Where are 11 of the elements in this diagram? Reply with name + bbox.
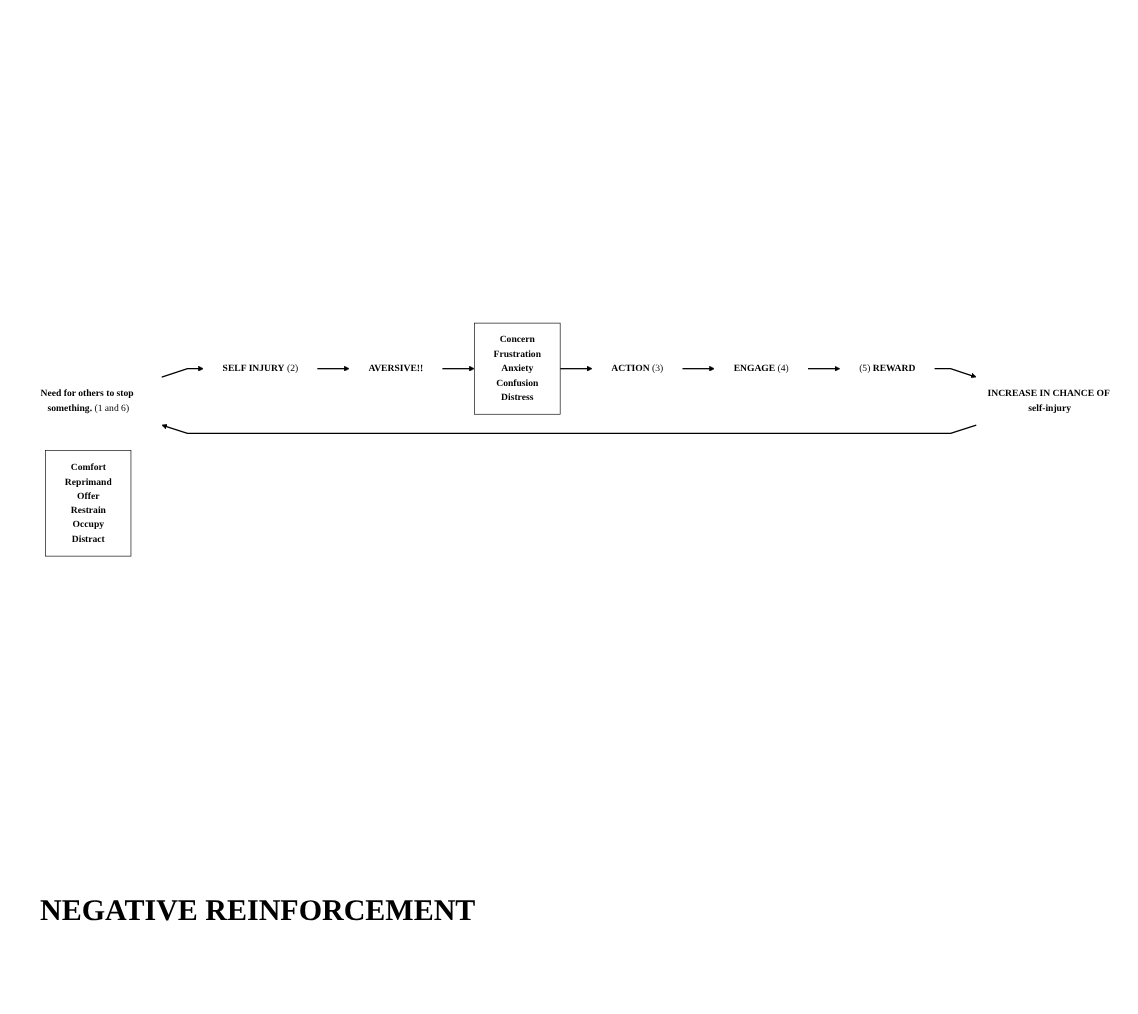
arrow	[933, 368, 977, 379]
arrow	[559, 366, 593, 372]
arrow	[807, 366, 841, 372]
node-box	[474, 323, 561, 415]
arrow	[161, 424, 977, 435]
note-text: NEGATIVE REINFORCEMENT	[40, 896, 476, 930]
arrow	[316, 366, 350, 372]
arrow	[681, 366, 715, 372]
arrow	[161, 366, 204, 379]
arrow	[441, 366, 475, 372]
node-box	[45, 450, 132, 557]
